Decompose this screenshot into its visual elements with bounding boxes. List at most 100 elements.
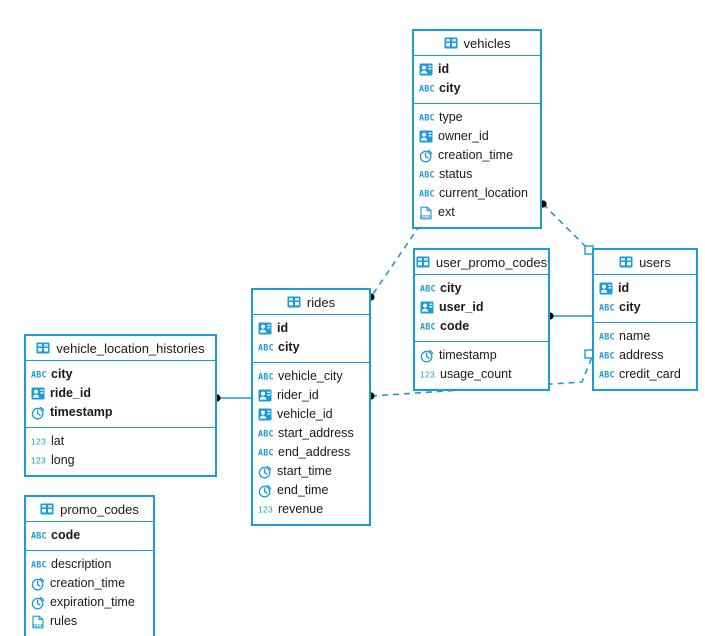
column-row[interactable]: id — [414, 60, 540, 79]
svg-text:ABC: ABC — [420, 284, 435, 294]
abc-string-icon: ABC — [419, 112, 434, 123]
svg-text:ABC: ABC — [31, 370, 46, 380]
abc-string-icon: ABC — [420, 283, 435, 294]
clock-timestamp-icon — [420, 349, 434, 363]
uuid-id-card-icon — [258, 322, 272, 335]
svg-text:123: 123 — [420, 370, 435, 380]
svg-text:ABC: ABC — [419, 170, 434, 180]
edge-line — [542, 203, 593, 254]
json-document-icon: JSON — [31, 615, 45, 629]
abc-string-icon: ABC — [31, 369, 46, 380]
column-row[interactable]: user_id — [415, 298, 548, 317]
relationship-upc-to-users[interactable] — [546, 312, 592, 320]
abc-string-icon: ABC — [31, 530, 46, 541]
column-row[interactable]: creation_time — [26, 574, 153, 593]
column-row[interactable]: ride_id — [26, 384, 215, 403]
column-row[interactable]: ABC credit_card — [594, 365, 696, 384]
uuid-id-card-icon — [420, 301, 434, 314]
clock-timestamp-icon — [419, 149, 433, 163]
table-header[interactable]: vehicles — [414, 31, 540, 56]
column-row[interactable]: expiration_time — [26, 593, 153, 612]
svg-text:ABC: ABC — [599, 351, 614, 361]
table-header[interactable]: vehicle_location_histories — [26, 336, 215, 361]
abc-string-icon: ABC — [258, 371, 273, 382]
abc-string-icon: ABC — [31, 559, 46, 570]
primary-key-section: ABC code — [26, 522, 153, 551]
column-row[interactable]: id — [594, 279, 696, 298]
column-name: creation_time — [50, 576, 126, 591]
table-icon — [416, 256, 430, 268]
svg-text:ABC: ABC — [419, 84, 434, 94]
column-name: timestamp — [439, 348, 497, 363]
column-row[interactable]: creation_time — [414, 146, 540, 165]
column-name: city — [619, 300, 641, 315]
column-row[interactable]: ABC status — [414, 165, 540, 184]
svg-text:123: 123 — [258, 505, 273, 515]
column-name: id — [438, 62, 450, 77]
column-row[interactable]: end_time — [253, 481, 369, 500]
clock-timestamp-icon — [31, 596, 45, 610]
column-name: code — [51, 528, 81, 543]
table-header[interactable]: users — [594, 250, 696, 275]
column-row[interactable]: ABC code — [26, 526, 153, 545]
svg-text:ABC: ABC — [419, 189, 434, 199]
clock-timestamp-icon — [31, 577, 45, 591]
table-header[interactable]: promo_codes — [26, 497, 153, 522]
column-name: code — [440, 319, 470, 334]
abc-string-icon: ABC — [419, 83, 434, 94]
relationship-vehicles-to-users[interactable] — [539, 200, 594, 255]
table-icon — [40, 503, 54, 515]
column-row[interactable]: start_time — [253, 462, 369, 481]
column-name: address — [619, 348, 664, 363]
column-row[interactable]: owner_id — [414, 127, 540, 146]
column-name: rider_id — [277, 388, 319, 403]
column-name: status — [439, 167, 473, 182]
column-row[interactable]: vehicle_id — [253, 405, 369, 424]
column-row[interactable]: rider_id — [253, 386, 369, 405]
table-name: user_promo_codes — [435, 254, 548, 270]
column-row[interactable]: timestamp — [415, 346, 548, 365]
table-header[interactable]: user_promo_codes — [415, 250, 548, 275]
column-name: credit_card — [619, 367, 681, 382]
column-row[interactable]: id — [253, 319, 369, 338]
svg-text:ABC: ABC — [599, 370, 614, 380]
relationship-vlh-to-rides[interactable] — [213, 394, 251, 402]
abc-string-icon: ABC — [419, 188, 434, 199]
uuid-id-card-icon — [258, 389, 272, 402]
column-row[interactable]: timestamp — [26, 403, 215, 422]
table-header[interactable]: rides — [253, 290, 369, 315]
123-number-icon: 123 — [31, 436, 46, 447]
column-row[interactable]: ABC address — [594, 346, 696, 365]
